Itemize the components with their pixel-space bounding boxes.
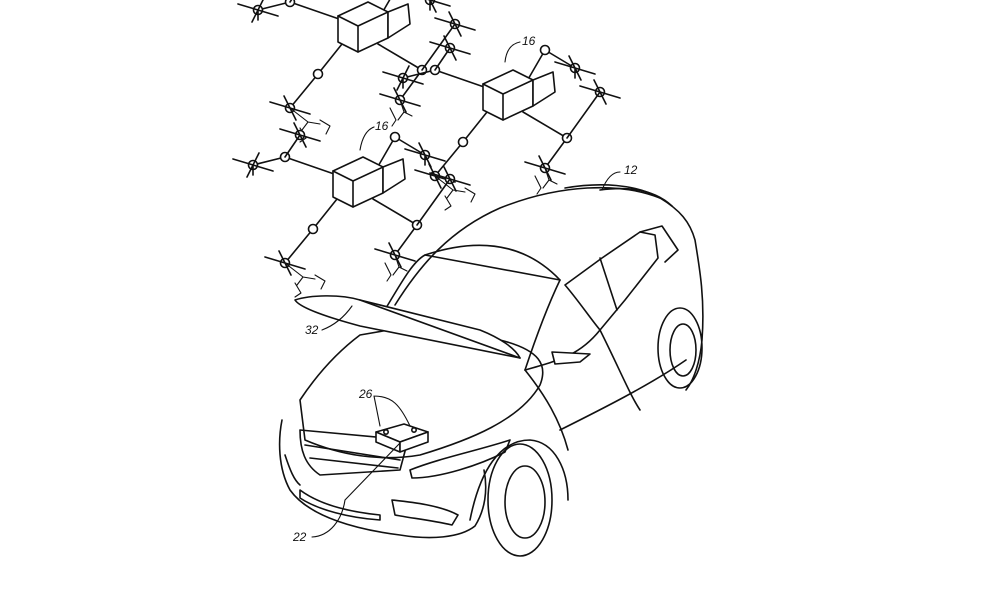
- label-drone-a: 16: [522, 34, 536, 48]
- leader-line-drone-b: [359, 126, 375, 151]
- leader-line-front-module: [311, 442, 401, 538]
- leader-line-battery-unit: [373, 395, 411, 427]
- leader-line-drone-a: [504, 41, 521, 63]
- label-vehicle: 12: [624, 163, 638, 177]
- leader-line-hood: [321, 305, 353, 331]
- leader-line-vehicle: [601, 171, 621, 191]
- label-drone-b: 16: [375, 119, 389, 133]
- drone-left: [232, 122, 471, 298]
- drone-right: [382, 35, 621, 211]
- label-battery-unit: 26: [358, 387, 373, 401]
- label-hood: 32: [305, 323, 319, 337]
- vehicle: [278, 184, 704, 557]
- label-front-module: 22: [292, 530, 307, 544]
